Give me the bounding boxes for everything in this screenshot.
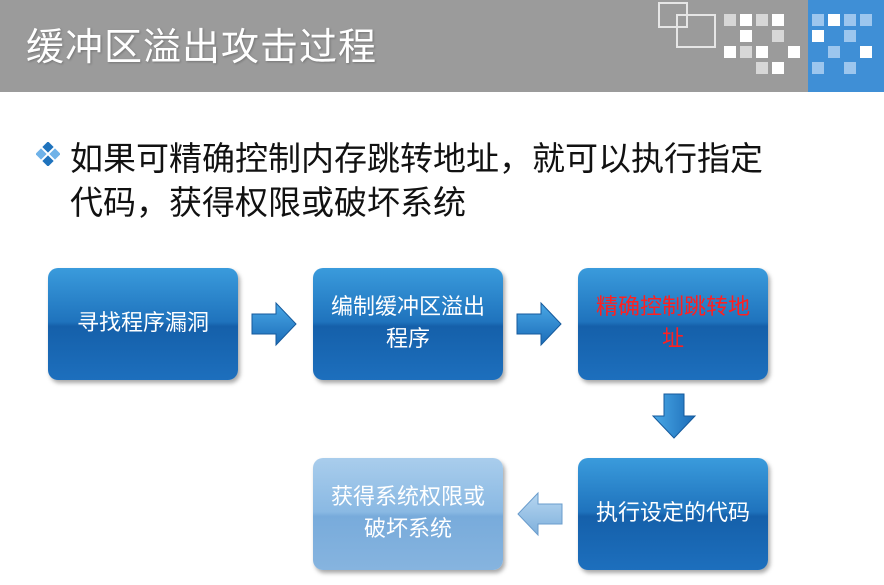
flow-step-control-jump-address: 精确控制跳转地址	[578, 268, 768, 380]
flow-step-label: 执行设定的代码	[595, 501, 750, 526]
arrow-right-icon	[251, 301, 297, 347]
flow-step-label: 精确控制跳转地址	[595, 295, 750, 352]
flow-step-label: 获得系统权限或破坏系统	[330, 485, 485, 542]
slide-header: 缓冲区溢出攻击过程	[0, 0, 884, 92]
flow-step-label: 寻找程序漏洞	[76, 311, 209, 336]
flow-step-write-overflow-program: 编制缓冲区溢出程序	[313, 268, 503, 380]
diamond-bullet-icon	[36, 142, 60, 166]
flow-step-execute-code: 执行设定的代码	[578, 458, 768, 570]
bullet-text-line-1: 如果可精确控制内存跳转地址，就可以执行指定	[70, 139, 763, 178]
bullet-text-line-2: 代码，获得权限或破坏系统	[70, 183, 466, 222]
flow-step-find-vulnerability: 寻找程序漏洞	[48, 268, 238, 380]
arrow-right-icon	[516, 301, 562, 347]
slide-title: 缓冲区溢出攻击过程	[26, 25, 378, 69]
arrow-down-icon	[651, 393, 697, 439]
arrow-left-icon	[517, 491, 563, 537]
flow-step-gain-privilege: 获得系统权限或破坏系统	[313, 458, 503, 570]
flow-step-label: 编制缓冲区溢出程序	[330, 295, 485, 352]
